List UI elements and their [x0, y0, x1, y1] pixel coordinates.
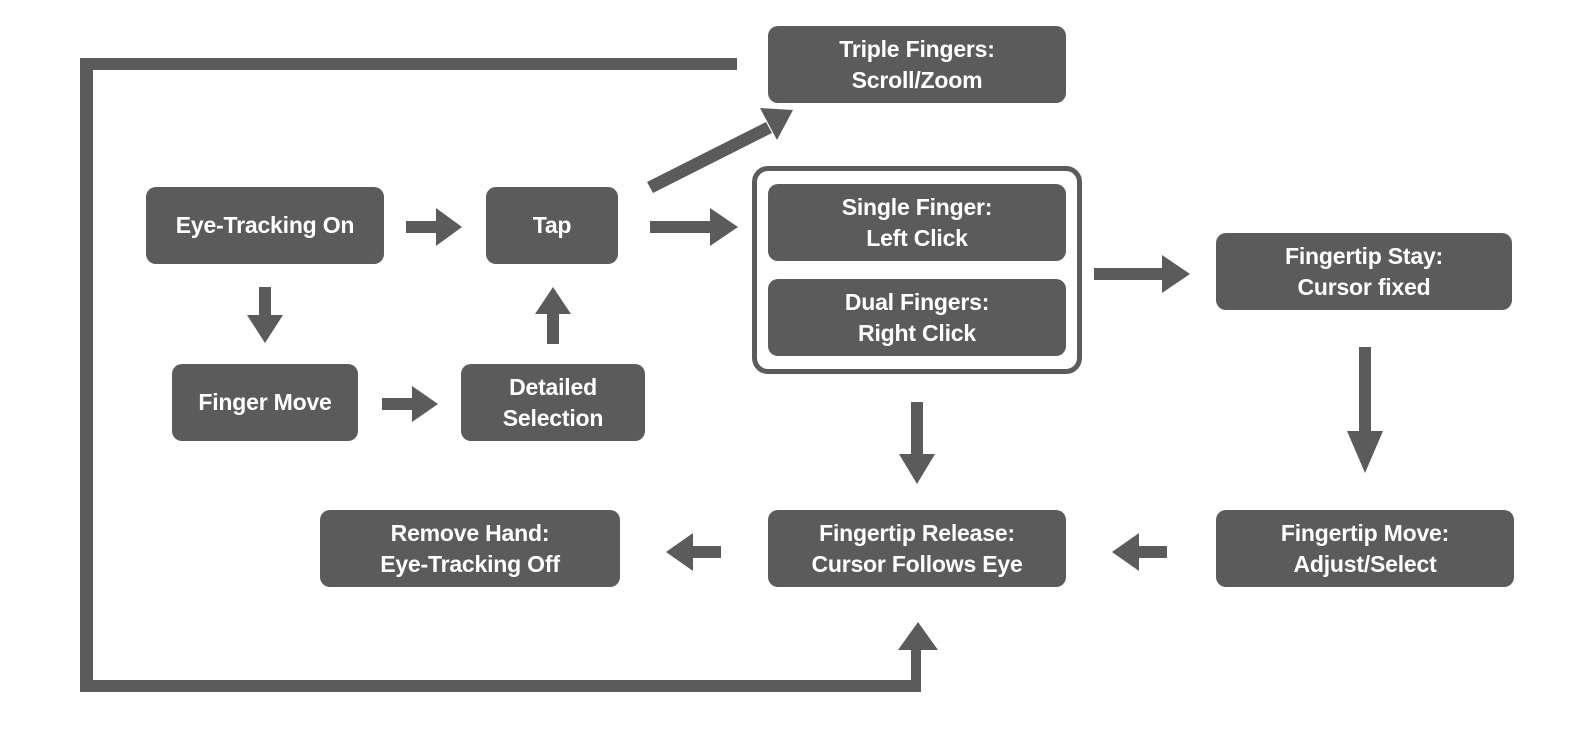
arrow-clickgroup-to-release [899, 402, 935, 484]
node-dual-fingers: Dual Fingers: Right Click [768, 279, 1066, 356]
node-label-line1: Remove Hand: [390, 519, 550, 546]
node-label-line1: Fingertip Release: [819, 519, 1015, 546]
node-label-line1: Fingertip Stay: [1284, 242, 1443, 269]
arrow-stay-to-move [1347, 347, 1383, 473]
node-fingertip-stay: Fingertip Stay: Cursor fixed [1216, 233, 1512, 310]
node-fingertip-move: Fingertip Move: Adjust/Select [1216, 510, 1514, 587]
node-label: Finger Move [198, 389, 332, 415]
node-label-line1: Triple Fingers: [839, 35, 995, 62]
node-triple-fingers: Triple Fingers: Scroll/Zoom [768, 26, 1066, 103]
node-label-line1: Fingertip Move: [1280, 519, 1450, 546]
node-label-line2: Right Click [858, 319, 976, 346]
node-label-line1: Dual Fingers: [844, 288, 990, 315]
node-label-line1: Detailed [509, 373, 597, 400]
node-label-line2: Selection [502, 404, 604, 431]
arrow-eye-to-tap [406, 208, 462, 246]
arrow-detailed-to-tap [535, 287, 571, 344]
node-label-line2: Cursor fixed [1297, 273, 1431, 300]
node-single-finger: Single Finger: Left Click [768, 184, 1066, 261]
node-label-line1: Single Finger: [841, 193, 993, 220]
node-label: Tap [532, 212, 572, 238]
arrow-eye-to-fingermove [247, 287, 283, 343]
arrow-clickgroup-to-stay [1094, 255, 1190, 293]
loop-arrowhead-up [898, 622, 938, 650]
node-remove-hand: Remove Hand: Eye-Tracking Off [320, 510, 620, 587]
node-label-line2: Cursor Follows Eye [811, 550, 1023, 577]
node-label: Eye-Tracking On [175, 212, 355, 238]
arrow-fingermove-to-detailed [382, 386, 438, 422]
node-label-line2: Adjust/Select [1293, 550, 1437, 577]
arrow-release-to-remove [666, 533, 721, 571]
node-label-line2: Left Click [866, 224, 968, 251]
node-detailed-selection: Detailed Selection [461, 364, 645, 441]
arrow-move-to-release [1112, 533, 1167, 571]
click-group-container [752, 166, 1082, 374]
node-label-line2: Eye-Tracking Off [380, 550, 560, 577]
arrow-tap-to-triple [647, 108, 793, 193]
node-eye-tracking-on: Eye-Tracking On [146, 187, 384, 264]
node-tap: Tap [486, 187, 618, 264]
node-fingertip-release: Fingertip Release: Cursor Follows Eye [768, 510, 1066, 587]
node-label-line2: Scroll/Zoom [851, 66, 983, 93]
node-finger-move: Finger Move [172, 364, 358, 441]
arrow-tap-to-clickgroup [650, 208, 738, 246]
